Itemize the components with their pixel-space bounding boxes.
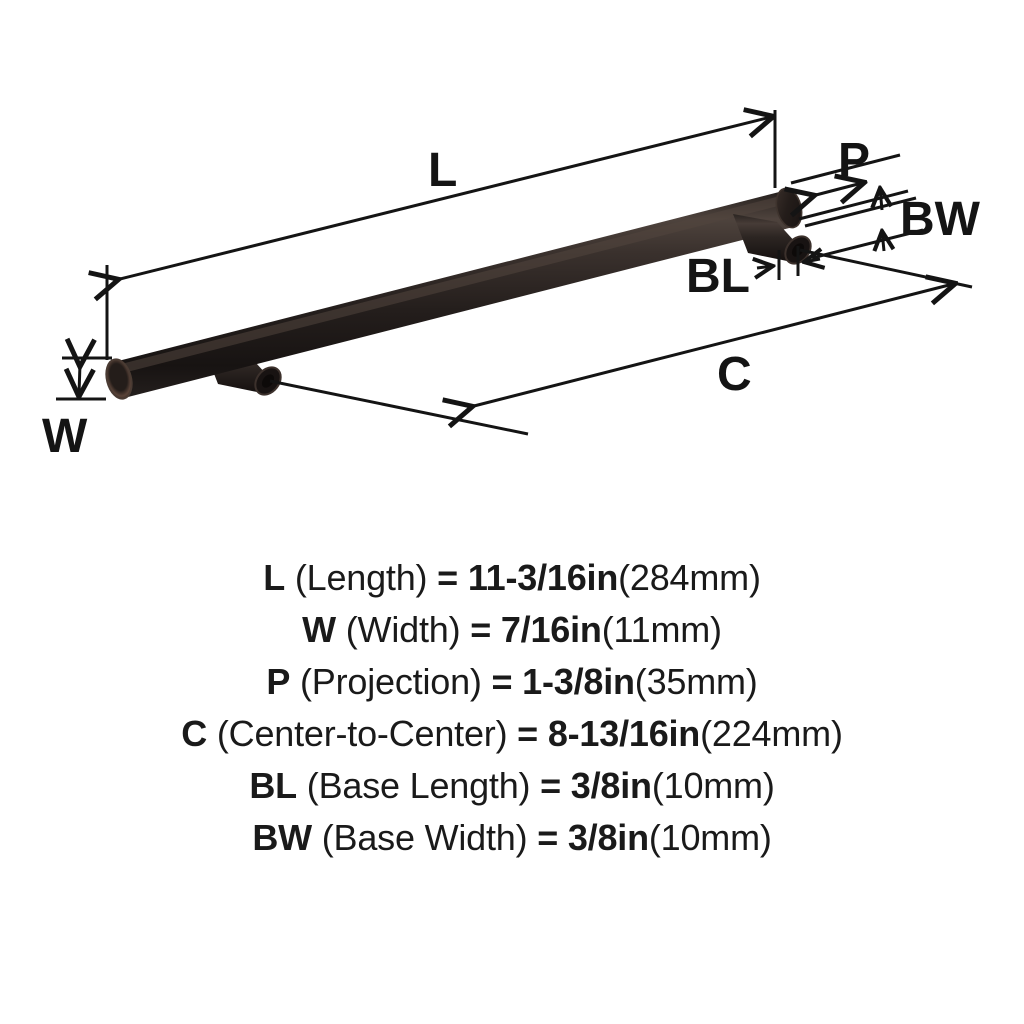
dimension-width (56, 358, 112, 401)
spec-code-projection: P (266, 661, 291, 702)
bar-pull-technical-drawing: L W P BW BL (42, 0, 981, 463)
spec-metric-base-width: (10mm) (648, 817, 772, 858)
spec-name-length: (Length) (294, 557, 428, 598)
spec-metric-base-length: (10mm) (651, 765, 775, 806)
spec-name-base-width: (Base Width) (321, 817, 528, 858)
left-cap-face (105, 358, 133, 400)
projection-dim-line (812, 183, 862, 196)
spec-imperial-length: 11-3/16in (467, 557, 619, 598)
base-width-ext-bottom (811, 228, 924, 260)
spec-eq-base-length: = (540, 765, 561, 806)
spec-row-length: L (Length) = 11-3/16in(284mm) (263, 552, 761, 604)
spec-code-length: L (263, 557, 286, 598)
spec-metric-projection: (35mm) (634, 661, 758, 702)
base-width-ext-top (804, 196, 917, 228)
spec-imperial-width: 7/16in (500, 609, 602, 650)
spec-row-center-to-center: C (Center-to-Center) = 8-13/16in(224mm) (181, 708, 843, 760)
dimension-length (107, 110, 775, 360)
dimension-center-to-center (269, 248, 973, 436)
spec-imperial-base-width: 3/8in (567, 817, 649, 858)
spec-code-base-length: BL (249, 765, 297, 806)
spec-row-width: W (Width) = 7/16in(11mm) (302, 604, 722, 656)
spec-metric-center-to-center: (224mm) (700, 713, 843, 754)
label-width: W (42, 410, 88, 463)
dimension-base-width (804, 188, 924, 260)
spec-name-center-to-center: (Center-to-Center) (216, 713, 508, 754)
left-foot-bore (261, 374, 275, 388)
label-projection: P (838, 134, 870, 187)
spec-name-base-length: (Base Length) (306, 765, 531, 806)
spec-metric-width: (11mm) (601, 609, 722, 650)
base-length-arrow-right (804, 259, 820, 262)
spec-imperial-projection: 1-3/8in (522, 661, 635, 702)
spec-name-projection: (Projection) (300, 661, 482, 702)
specification-list: L (Length) = 11-3/16in(284mm) W (Width) … (0, 552, 1024, 864)
spec-eq-length: = (437, 557, 458, 598)
center-ext-left (269, 379, 529, 436)
spec-row-base-length: BL (Base Length) = 3/8in(10mm) (249, 760, 774, 812)
spec-row-base-width: BW (Base Width) = 3/8in(10mm) (252, 812, 772, 864)
base-length-arrow-left (757, 266, 773, 268)
spec-code-center-to-center: C (181, 713, 208, 754)
spec-imperial-center-to-center: 8-13/16in (547, 713, 701, 754)
base-width-arrow-top (880, 188, 882, 211)
spec-eq-center-to-center: = (517, 713, 538, 754)
length-dim-line (116, 117, 771, 280)
spec-row-projection: P (Projection) = 1-3/8in(35mm) (266, 656, 757, 708)
label-base-width: BW (900, 193, 981, 246)
left-end-cap (105, 358, 133, 400)
label-base-length: BL (686, 250, 750, 303)
base-width-arrow-bottom (882, 231, 884, 251)
center-dim-line (470, 284, 953, 407)
spec-code-width: W (302, 609, 336, 650)
spec-eq-base-width: = (537, 817, 559, 858)
spec-eq-projection: = (491, 661, 513, 702)
spec-name-width: (Width) (345, 609, 461, 650)
width-dim-line (79, 364, 80, 394)
label-center-to-center: C (717, 348, 752, 401)
spec-imperial-base-length: 3/8in (570, 765, 652, 806)
spec-code-base-width: BW (252, 817, 312, 858)
spec-eq-width: = (470, 609, 492, 650)
spec-metric-length: (284mm) (618, 557, 761, 598)
center-ext-right (799, 248, 973, 289)
label-length: L (428, 144, 457, 197)
